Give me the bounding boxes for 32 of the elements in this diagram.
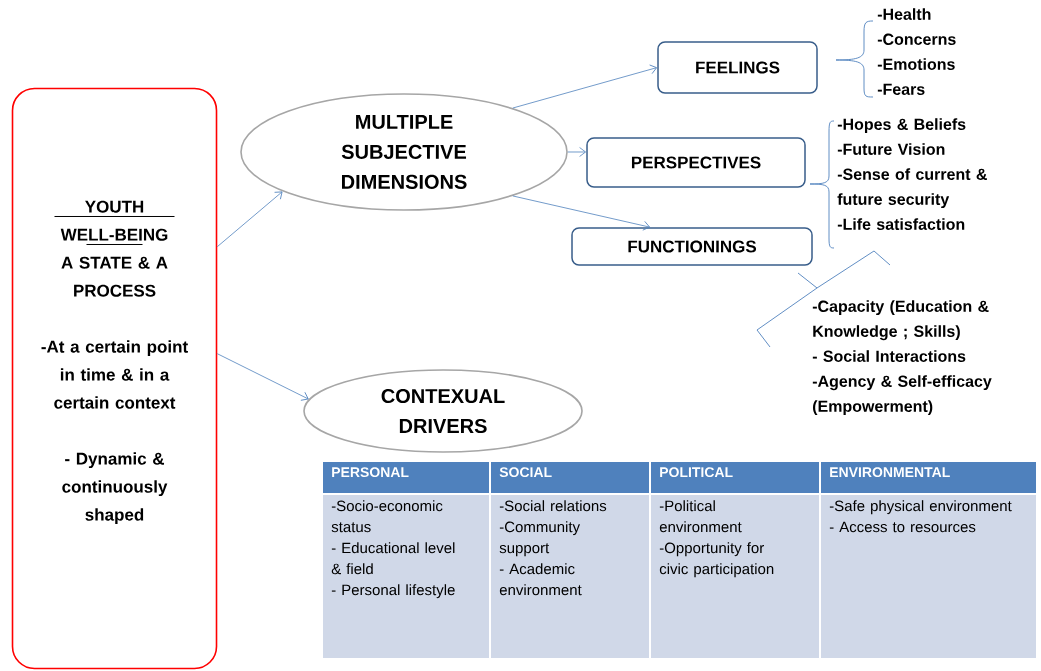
body-text: A STATE & A PROCESS -At a certain point in time & in a certain context - Dynamic & continuously shaped [41, 256, 188, 525]
node-label: - Dynamic & continuously shaped [62, 452, 168, 525]
arrow [567, 147, 586, 157]
list-item: -Agency & Self-efficacy (Empowerment) [812, 375, 992, 416]
list-item: -Capacity (Education & Knowledge ; Skills) [812, 300, 989, 341]
table-header-cell: POLITICAL [651, 462, 819, 493]
rounded-box: FEELINGS [657, 41, 818, 94]
table-header-cell: SOCIAL [491, 462, 649, 493]
node-label: A STATE & A PROCESS [61, 256, 168, 297]
list-item: - Social Interactions [812, 350, 966, 362]
table-header-cell: ENVIRONMENTAL [821, 462, 1036, 493]
heading: YOUTH WELL-BEING [54, 200, 175, 245]
list-item: -Health [877, 8, 931, 20]
node-label: -At a certain point in time & in a certain context [41, 340, 188, 409]
table-cell: -Safe physical environment - Access to resources [821, 495, 1036, 658]
list-item: -Emotions [877, 58, 955, 70]
table-cell: -Political environment -Opportunity for civic participation [651, 495, 819, 658]
arrow [216, 191, 283, 248]
table-header-cell: PERSONAL [323, 462, 489, 493]
arrow [512, 64, 657, 109]
rounded-box: FUNCTIONINGS [571, 227, 813, 266]
list-item: -Hopes & Beliefs [837, 118, 966, 134]
list-item: -Future Vision [837, 143, 945, 155]
rounded-box: PERSPECTIVES [586, 137, 806, 188]
arrow [216, 353, 309, 401]
list-item: -Life satisfaction [837, 218, 965, 230]
list-item: -Concerns [877, 33, 956, 45]
list-item: -Sense of current & future security [837, 168, 987, 209]
table-cell: -Socio-economic status - Educational level & field - Personal lifestyle [323, 495, 489, 658]
arrow [512, 195, 650, 231]
table-cell: -Social relations -Community support - Academic environment [491, 495, 649, 658]
list-item: -Fears [877, 83, 925, 95]
